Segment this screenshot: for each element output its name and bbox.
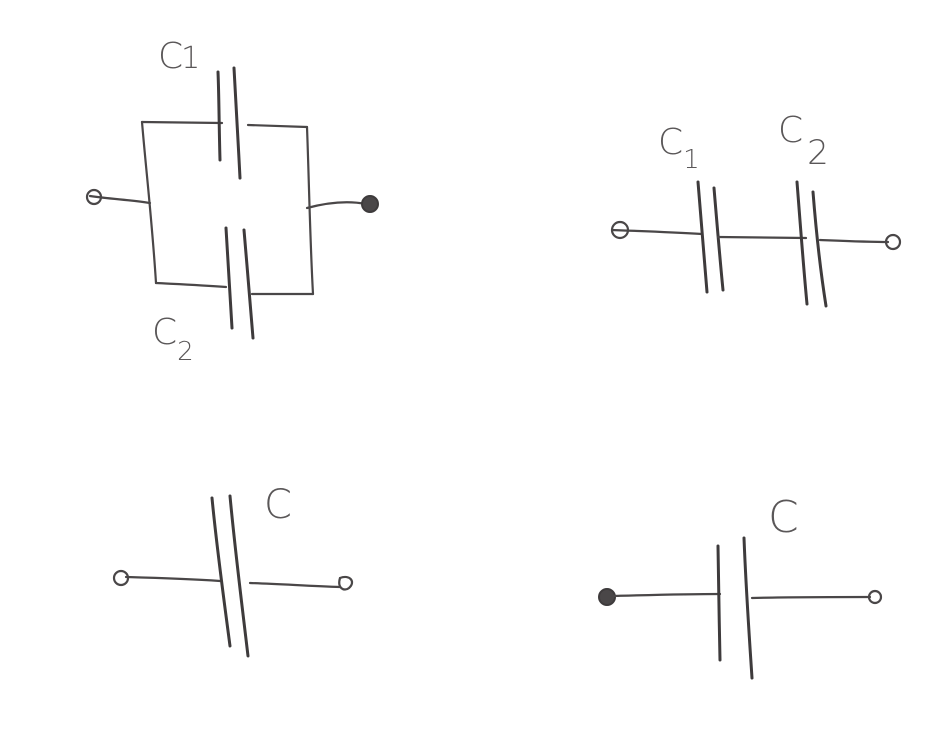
c1-left-plate <box>216 70 222 162</box>
series-c1-label: C1 <box>658 122 700 175</box>
parallel-right-terminal <box>361 195 379 213</box>
single-capacitor-b: C <box>598 492 883 680</box>
parallel-right-rail <box>305 125 315 296</box>
series-capacitors: C1 C2 <box>610 110 902 308</box>
c2-right-plate <box>242 228 255 340</box>
parallel-capacitors: C1 C2 <box>85 36 379 367</box>
single-b-right-plate <box>742 536 754 680</box>
c2-label: C2 <box>152 312 194 367</box>
single-b-left-lead <box>610 592 722 598</box>
single-a-right-terminal <box>338 575 354 591</box>
parallel-left-lead <box>88 194 152 205</box>
parallel-bottom-left-wire <box>154 281 228 289</box>
single-a-left-lead <box>124 575 222 583</box>
single-b-left-plate <box>716 544 722 662</box>
single-b-right-lead <box>750 595 872 600</box>
single-a-left-plate <box>210 496 232 648</box>
series-middle-wire <box>716 235 808 240</box>
single-b-right-terminal <box>867 589 883 605</box>
c1-right-plate <box>232 66 242 180</box>
series-right-terminal <box>884 233 902 251</box>
parallel-left-rail <box>140 120 158 285</box>
series-c1-left-plate <box>696 180 709 294</box>
series-c2-label: C2 <box>778 110 829 173</box>
single-a-right-lead <box>248 581 342 589</box>
series-left-lead <box>610 228 704 236</box>
single-b-label: C <box>768 492 799 543</box>
single-a-right-plate <box>228 494 250 658</box>
parallel-top-left-wire <box>140 120 224 125</box>
series-c2-right-plate <box>811 190 828 308</box>
single-capacitor-a: C <box>112 482 354 658</box>
c2-left-plate <box>224 226 234 330</box>
parallel-top-right-wire <box>246 123 309 129</box>
c1-label: C1 <box>158 36 200 77</box>
parallel-right-lead <box>305 201 368 210</box>
single-a-label: C <box>264 482 292 528</box>
series-c1-right-plate <box>712 186 725 292</box>
series-c2-left-plate <box>795 180 809 306</box>
series-right-lead <box>818 238 890 244</box>
